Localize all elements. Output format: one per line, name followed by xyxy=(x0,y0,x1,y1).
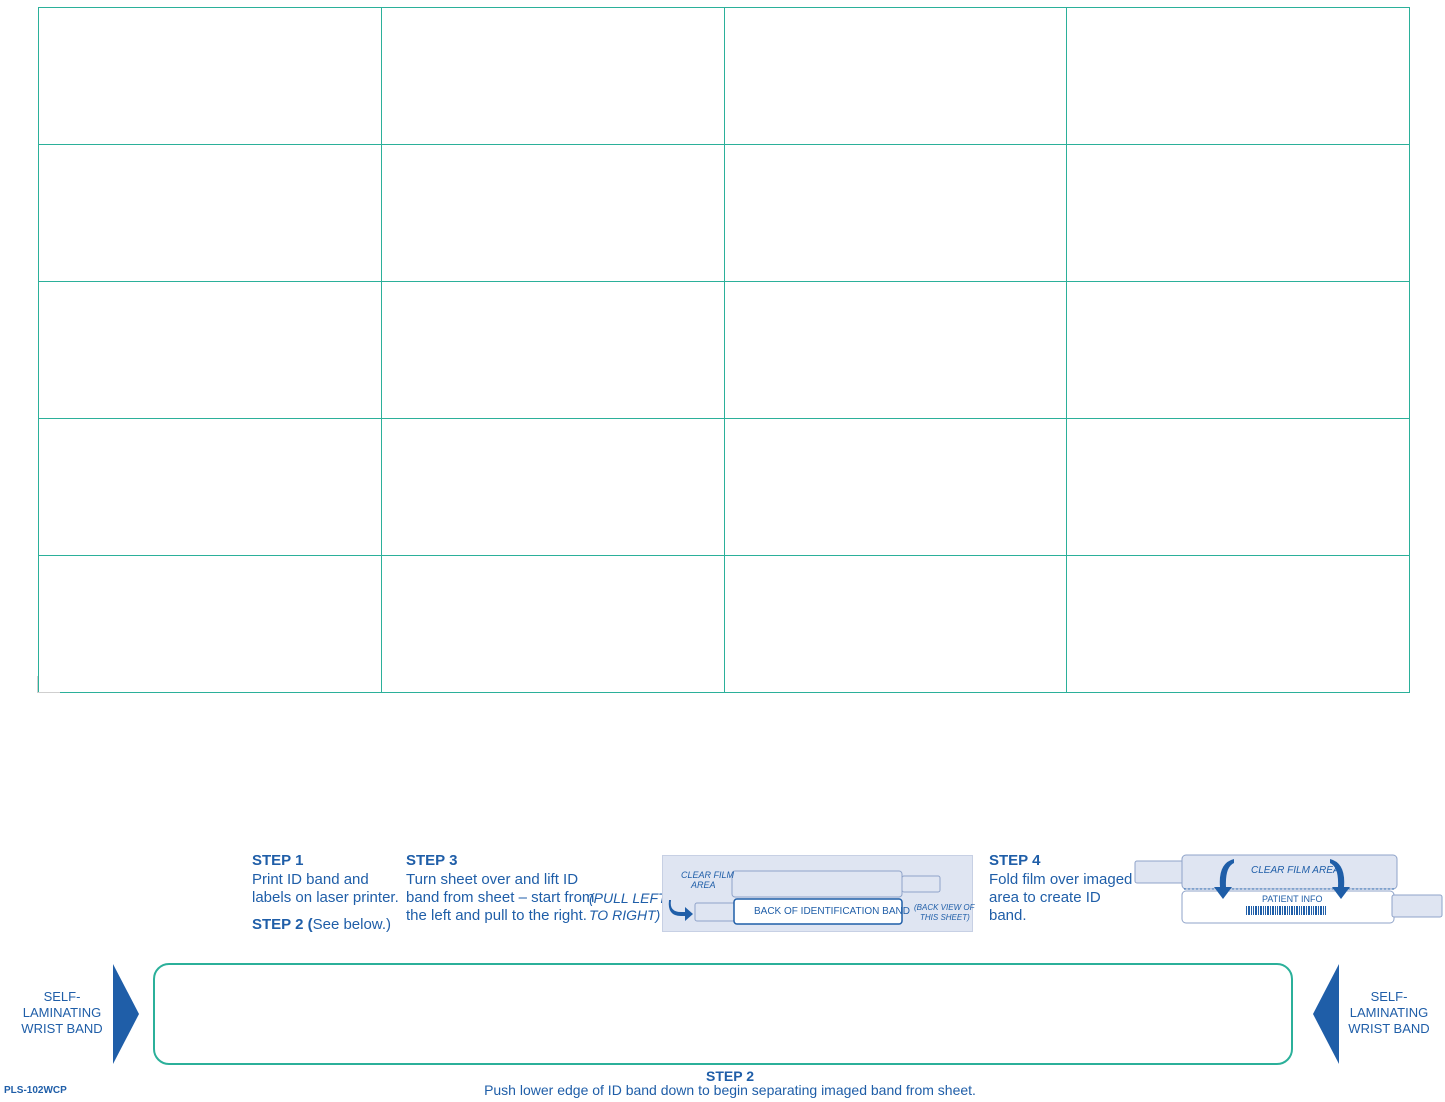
back-view-label-line1: (BACK VIEW OF xyxy=(914,903,975,912)
corner-mark xyxy=(37,676,60,693)
patient-info-label: PATIENT INFO xyxy=(1262,894,1323,904)
step1-line1: Print ID band and xyxy=(252,871,369,888)
clear-film-label-line2: AREA xyxy=(691,880,716,890)
label-cell xyxy=(39,8,382,145)
step3-line1: Turn sheet over and lift ID xyxy=(406,871,579,888)
step2-title: STEP 2 xyxy=(706,1068,754,1084)
label-cell xyxy=(724,145,1068,282)
label-cell xyxy=(1067,556,1410,693)
step2-reference-rest: See below.) xyxy=(312,916,391,933)
step3-line2: band from sheet – start from xyxy=(406,889,595,906)
back-of-band-drawing xyxy=(668,870,941,925)
step2-instruction: Push lower edge of ID band down to begin… xyxy=(484,1082,976,1098)
label-cell xyxy=(39,556,382,693)
step2-reference: STEP 2 (See below.) xyxy=(252,916,391,934)
left-wristband-label: SELF- LAMINATING WRIST BAND xyxy=(18,989,106,1037)
wristband-outline xyxy=(153,963,1293,1065)
back-of-band-label: BACK OF IDENTIFICATION BAND xyxy=(754,906,910,917)
label-cell xyxy=(724,556,1068,693)
step4-line3: band. xyxy=(989,907,1027,924)
clear-film-label-line1: CLEAR FILM xyxy=(681,870,735,880)
label-cell xyxy=(381,556,725,693)
back-view-label-line2: THIS SHEET) xyxy=(920,913,970,922)
right-wristband-label-line2: LAMINATING xyxy=(1349,1005,1429,1020)
label-cell xyxy=(381,8,725,145)
back-of-band-illustration: CLEAR FILM AREA BACK OF IDENTIFICATION B… xyxy=(662,855,975,932)
label-cell xyxy=(724,419,1068,556)
right-wristband-label: SELF- LAMINATING WRIST BAND xyxy=(1345,989,1433,1037)
left-wristband-label-line2: LAMINATING xyxy=(22,1005,102,1020)
label-cell xyxy=(39,145,382,282)
label-cell xyxy=(1067,282,1410,419)
right-wristband-label-line3: WRIST BAND xyxy=(1348,1021,1430,1036)
label-cell xyxy=(724,8,1068,145)
step4-line2: area to create ID xyxy=(989,889,1101,906)
step3-title: STEP 3 xyxy=(406,852,458,869)
step4-line1: Fold film over imaged xyxy=(989,871,1133,888)
pull-direction-line2: TO RIGHT) xyxy=(589,907,661,923)
fold-film-drawing xyxy=(1134,854,1443,924)
label-grid xyxy=(38,7,1410,693)
step3-line3: the left and pull to the right. xyxy=(406,907,587,924)
label-cell xyxy=(381,145,725,282)
product-code: PLS-102WCP xyxy=(4,1085,67,1096)
fold-film-illustration: CLEAR FILM AREA PATIENT INFO xyxy=(1134,853,1444,928)
left-pointing-triangle xyxy=(1313,964,1339,1064)
step2-reference-title: STEP 2 ( xyxy=(252,916,313,933)
right-wristband-label-line1: SELF- xyxy=(1370,989,1408,1004)
label-cell xyxy=(1067,8,1410,145)
left-wristband-label-line1: SELF- xyxy=(43,989,81,1004)
label-cell xyxy=(381,419,725,556)
step1-line2: labels on laser printer. xyxy=(252,889,399,906)
label-cell xyxy=(39,282,382,419)
label-cell xyxy=(39,419,382,556)
label-cell xyxy=(1067,145,1410,282)
left-wristband-label-line3: WRIST BAND xyxy=(21,1021,103,1036)
clear-film-area-label: CLEAR FILM AREA xyxy=(1251,865,1340,876)
label-cell xyxy=(381,282,725,419)
step4-title: STEP 4 xyxy=(989,852,1041,869)
right-pointing-triangle xyxy=(113,964,139,1064)
label-cell xyxy=(1067,419,1410,556)
pull-direction-line1: (PULL LEFT xyxy=(589,890,667,906)
step1-title: STEP 1 xyxy=(252,852,304,869)
barcode xyxy=(1246,906,1326,915)
label-cell xyxy=(724,282,1068,419)
